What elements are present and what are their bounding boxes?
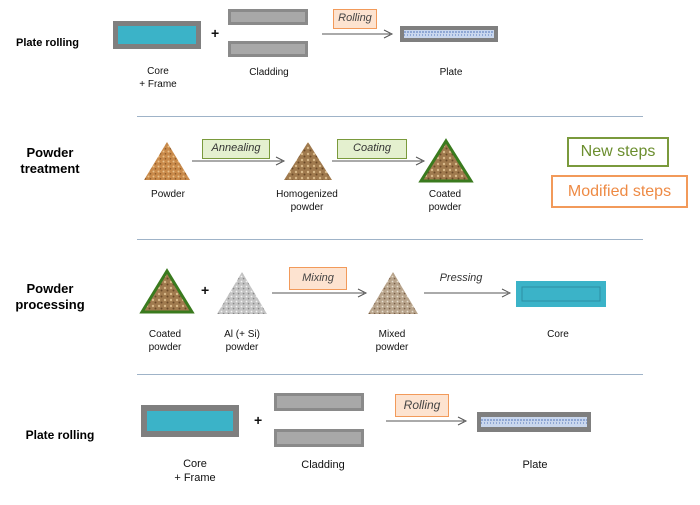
caption-al-si-powder: Al (+ Si) powder xyxy=(224,329,260,353)
arrow-icon xyxy=(424,288,512,298)
plate-icon xyxy=(477,412,591,432)
cladding-icon xyxy=(274,393,364,447)
rolling-step-box: Rolling xyxy=(333,9,377,29)
homogenized-powder-icon xyxy=(284,142,332,180)
caption-coated-powder: Coated powder xyxy=(428,189,462,213)
divider xyxy=(137,374,643,375)
caption-cladding: Cladding xyxy=(301,459,345,471)
arrow-icon xyxy=(386,416,468,426)
caption-homogenized-powder: Homogenized powder xyxy=(276,189,338,213)
caption-powder: Powder xyxy=(151,189,185,200)
pressing-step-label: Pressing xyxy=(439,272,483,284)
al-si-powder-icon xyxy=(217,272,267,314)
rolling-step-box: Rolling xyxy=(395,394,449,417)
section-label-powder-treatment: Powder treatment xyxy=(20,145,80,177)
arrow-icon xyxy=(272,288,368,298)
caption-core-frame: Core + Frame xyxy=(174,458,216,484)
plus-sign: + xyxy=(201,282,210,298)
annealing-step-box: Annealing xyxy=(202,139,270,159)
divider xyxy=(137,116,643,117)
section-label-plate-rolling-top: Plate rolling xyxy=(16,37,79,49)
core-frame-icon xyxy=(141,405,239,437)
coating-step-box: Coating xyxy=(337,139,407,159)
arrow-icon xyxy=(332,156,426,166)
plate-icon xyxy=(400,26,498,42)
caption-cladding: Cladding xyxy=(249,67,289,78)
core-frame-icon xyxy=(113,21,201,49)
caption-core: Core xyxy=(547,329,569,340)
caption-core-frame: Core + Frame xyxy=(139,66,177,90)
plus-sign: + xyxy=(211,25,220,41)
caption-coated-powder: Coated powder xyxy=(148,329,182,353)
section-label-plate-rolling-bottom: Plate rolling xyxy=(25,428,95,442)
coated-powder-icon xyxy=(418,138,474,183)
powder-icon xyxy=(144,142,190,180)
caption-plate: Plate xyxy=(439,67,463,78)
core-icon xyxy=(516,281,606,307)
coated-powder-icon xyxy=(139,268,195,314)
legend-new-steps: New steps xyxy=(567,137,669,167)
divider xyxy=(137,239,643,240)
caption-plate: Plate xyxy=(522,459,548,471)
arrow-icon xyxy=(192,156,286,166)
arrow-icon xyxy=(322,29,394,39)
mixed-powder-icon xyxy=(368,272,418,314)
cladding-icon xyxy=(228,9,308,57)
caption-mixed-powder: Mixed powder xyxy=(375,329,409,353)
plus-sign: + xyxy=(254,412,263,428)
section-label-powder-processing: Powder processing xyxy=(15,281,85,313)
mixing-step-box: Mixing xyxy=(289,267,347,290)
legend-modified-steps: Modified steps xyxy=(551,175,688,208)
